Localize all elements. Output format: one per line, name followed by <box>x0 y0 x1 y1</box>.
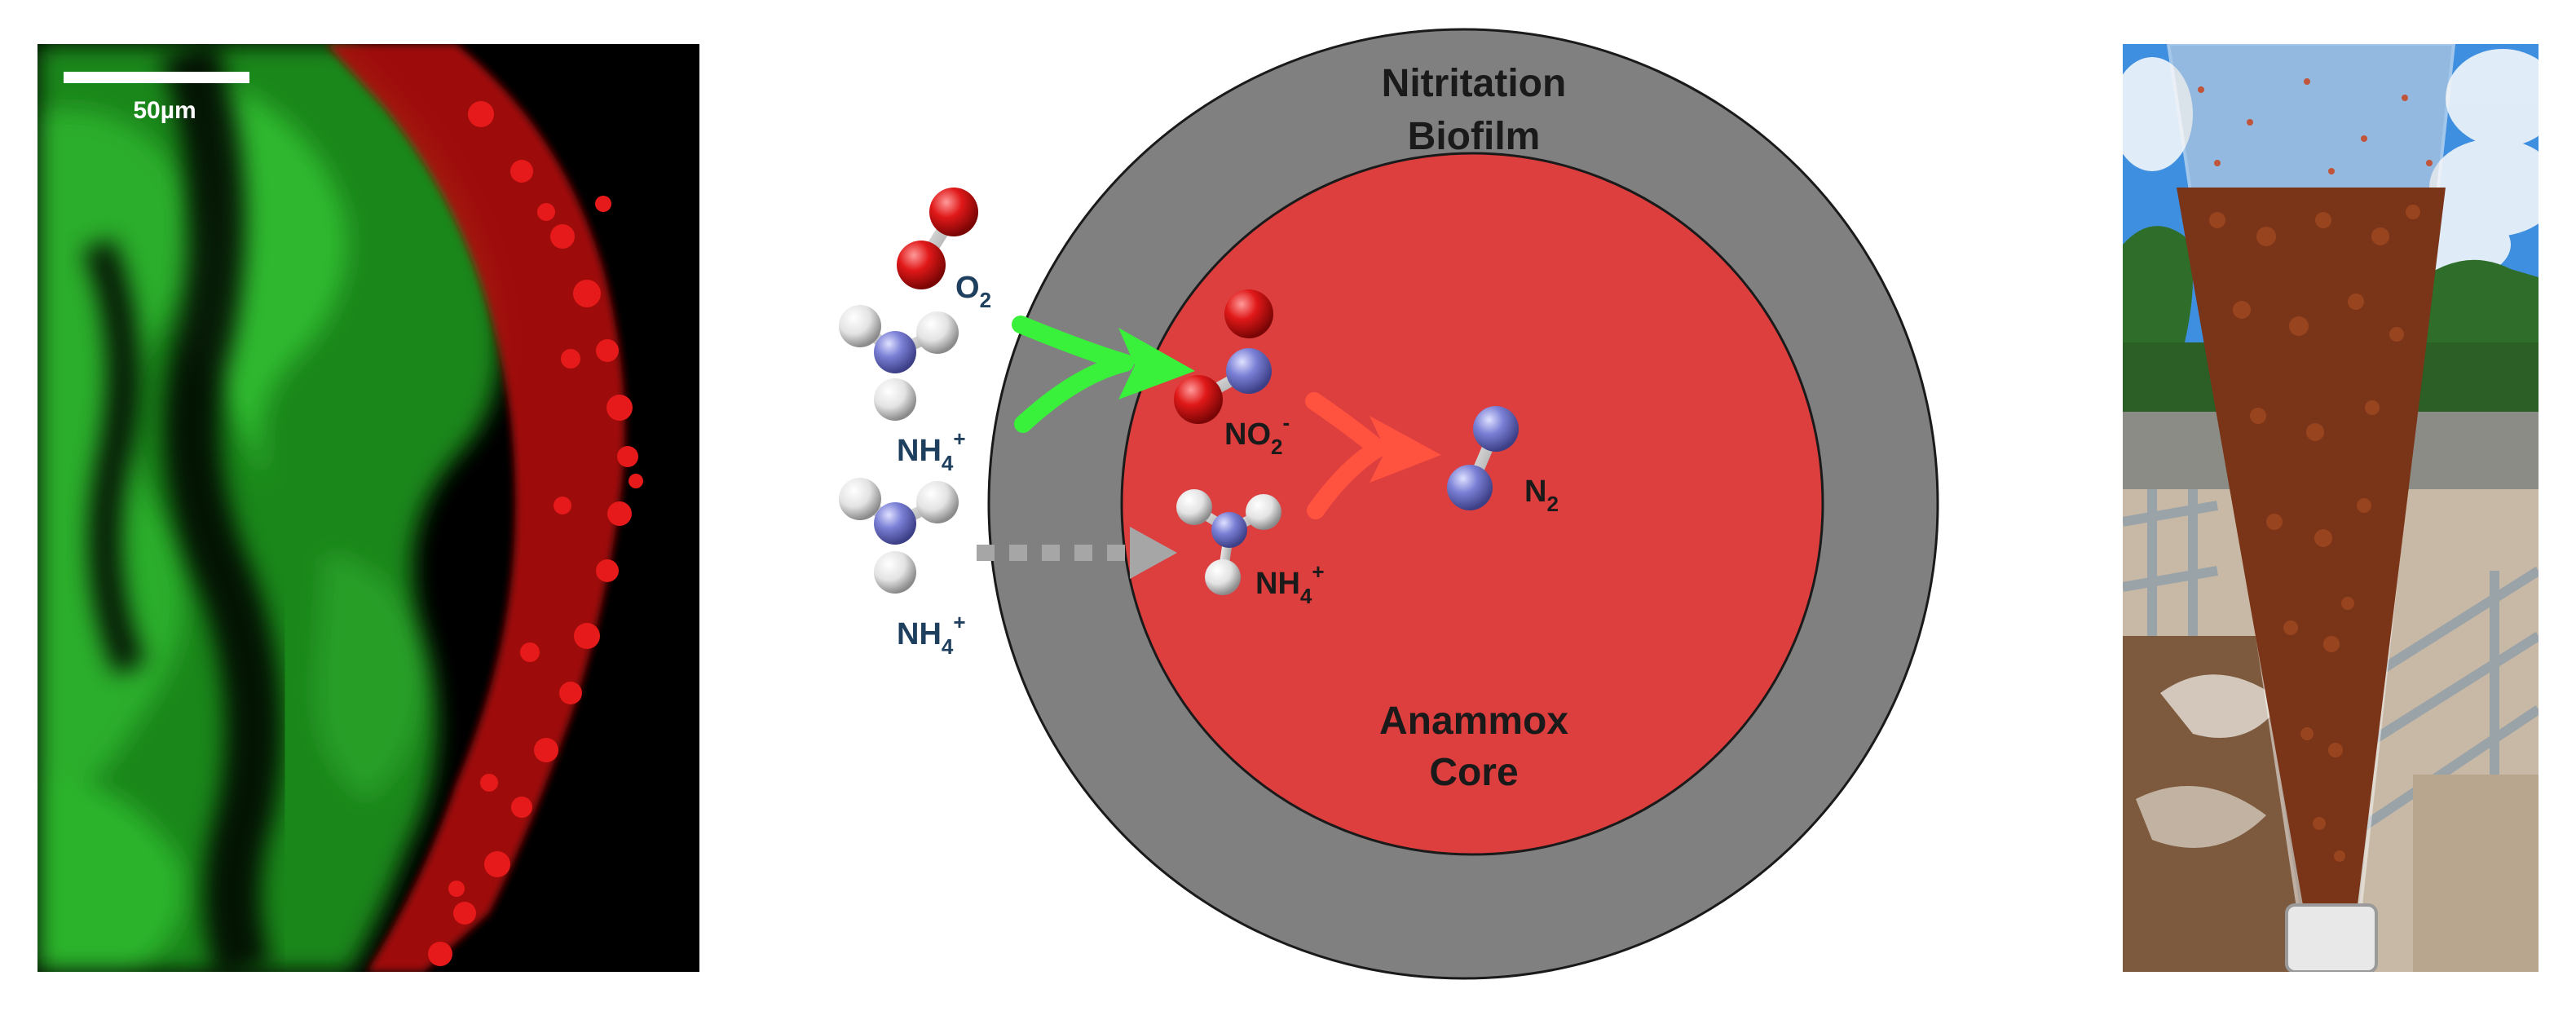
dinitrogen-label: N2 <box>1524 475 1559 516</box>
ammonium-diffusion-arrow <box>977 527 1177 579</box>
ammonium-label-top: NH4+ <box>897 426 966 475</box>
scale-bar-label: 50µm <box>133 97 196 124</box>
o2-label: O2 <box>955 271 991 312</box>
core-label-line1: Anammox <box>1379 700 1568 743</box>
floating-particles <box>2198 78 2433 174</box>
granule-texture <box>2209 205 2420 862</box>
ammonium-label-core: NH4+ <box>1255 559 1325 608</box>
granule-diagram: Nitritation Biofilm Anammox Core O2 NH4+ <box>839 28 1939 980</box>
red-stained-region <box>326 44 643 972</box>
o2-molecule <box>897 188 978 289</box>
dark-channels <box>82 44 283 972</box>
scale-bar <box>64 72 249 83</box>
biofilm-label-line2: Biofilm <box>1408 115 1541 158</box>
reactor-column <box>2166 44 2456 972</box>
nitritation-arrow <box>1012 316 1195 433</box>
ammonium-label-bottom: NH4+ <box>897 610 966 659</box>
ammonium-molecule-top <box>839 305 959 421</box>
photo-clouds <box>2123 49 2539 277</box>
core-label-line2: Core <box>1429 751 1518 794</box>
reactor-base-fitting <box>2285 903 2378 972</box>
anammox-arrow <box>1305 392 1441 519</box>
ammonium-molecule-bottom <box>839 478 959 594</box>
reactor-photo <box>2123 44 2539 972</box>
ammonium-molecule-core <box>1176 489 1281 595</box>
dinitrogen-molecule <box>1447 406 1519 510</box>
nitrite-molecule <box>1174 289 1273 424</box>
biofilm-label-line1: Nitritation <box>1382 62 1567 105</box>
microscopy-image: 50µm <box>37 44 699 972</box>
green-stained-region <box>37 44 501 972</box>
nitrite-label: NO2- <box>1224 410 1290 459</box>
